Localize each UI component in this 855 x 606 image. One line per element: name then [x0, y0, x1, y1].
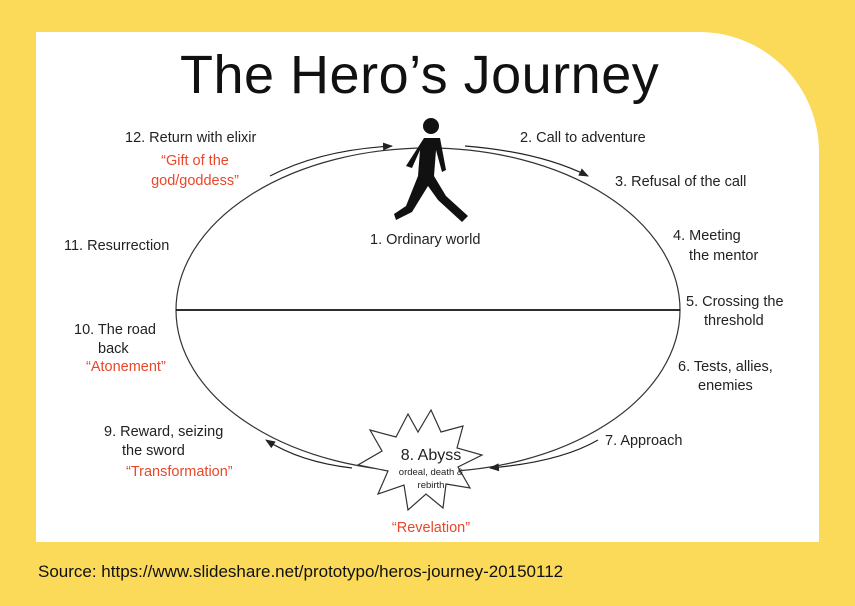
stage-8-label: 8. Abyss — [400, 447, 462, 464]
stage-1-label: 1. Ordinary world — [370, 232, 481, 248]
stage-6-label-line1: 6. Tests, allies, — [678, 359, 773, 375]
quote-transformation: “Transformation” — [126, 464, 233, 480]
stage-8-sub-line1: ordeal, death & — [398, 467, 464, 478]
stage-2-label: 2. Call to adventure — [520, 130, 646, 146]
stage-11-label: 11. Resurrection — [64, 238, 170, 254]
quote-atonement: “Atonement” — [86, 359, 166, 375]
stage-4-label-line1: 4. Meeting — [673, 228, 741, 244]
quote-revelation: “Revelation” — [391, 520, 471, 536]
source-citation: Source: https://www.slideshare.net/proto… — [38, 562, 564, 581]
walking-person-icon — [394, 118, 468, 222]
arrow-reward — [265, 439, 353, 469]
stage-5-label-line1: 5. Crossing the — [686, 294, 784, 310]
stage-10-label-line2: back — [98, 341, 129, 357]
stage-5-label-line2: threshold — [704, 313, 764, 329]
starburst-icon — [356, 408, 484, 512]
stage-9-label-line2: the sword — [122, 443, 185, 459]
quote-gift-line1: “Gift of the — [161, 153, 229, 169]
stage-10-label-line1: 10. The road — [74, 322, 156, 338]
stage-4-label-line2: the mentor — [689, 248, 759, 264]
page-title: The Hero’s Journey — [180, 45, 660, 105]
stage-9-label-line1: 9. Reward, seizing — [104, 424, 224, 440]
arrow-return — [269, 142, 393, 177]
stage-12-label: 12. Return with elixir — [125, 130, 257, 146]
stage-3-label: 3. Refusal of the call — [615, 174, 747, 190]
stage-8-sub-line2: rebirth — [417, 480, 445, 491]
quote-gift-line2: god/goddess” — [151, 173, 239, 189]
stage-7-label: 7. Approach — [605, 433, 683, 449]
arrow-call — [464, 145, 589, 177]
stage-6-label-line2: enemies — [698, 378, 753, 394]
arrow-approach — [489, 439, 599, 472]
